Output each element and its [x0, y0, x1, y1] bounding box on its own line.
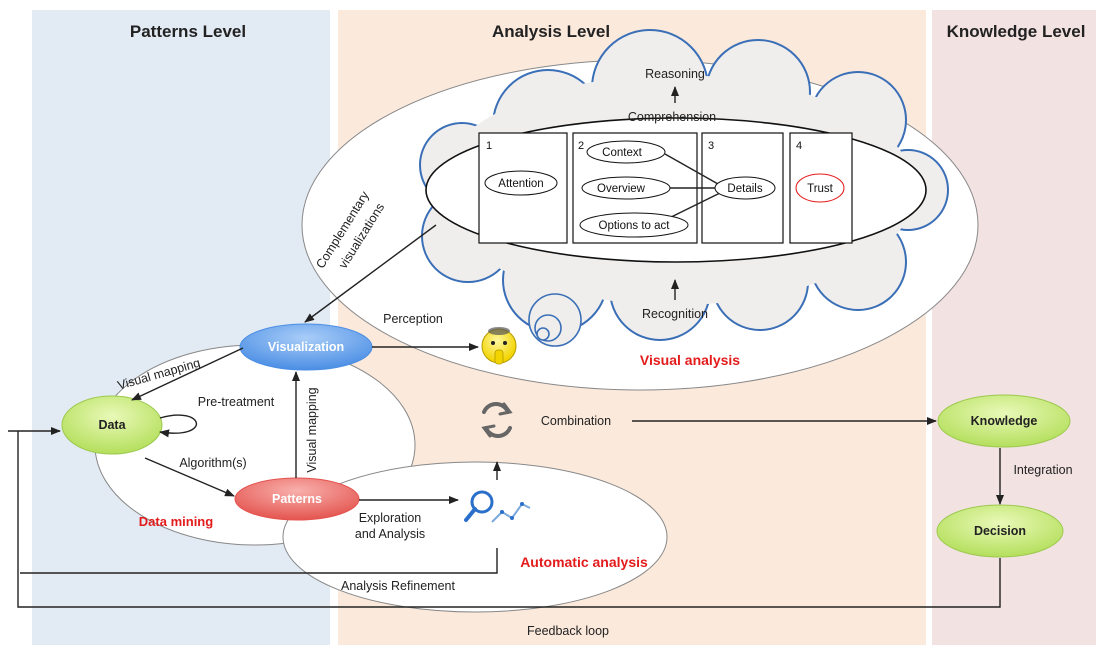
- attention-oval: [484, 170, 558, 196]
- pre-treatment-label: Pre-treatment: [198, 395, 275, 409]
- attention-label: Attention: [498, 178, 543, 190]
- knowledge-node-label: Knowledge: [971, 414, 1038, 428]
- data-node[interactable]: [61, 395, 163, 455]
- patterns-level-title: Patterns Level: [130, 22, 246, 41]
- analysis-refinement-label: Analysis Refinement: [341, 579, 455, 593]
- reasoning-label: Reasoning: [645, 67, 705, 81]
- trust-label: Trust: [807, 183, 834, 195]
- exploration-label-1: Exploration: [359, 511, 422, 525]
- box3-number: 3: [708, 140, 714, 152]
- thought-bubbles: [528, 293, 582, 347]
- knowledge-level-title: Knowledge Level: [947, 22, 1086, 41]
- box1-number: 1: [486, 140, 492, 152]
- perception-label: Perception: [383, 312, 443, 326]
- box2-number: 2: [578, 140, 584, 152]
- visual-mapping-label-2: Visual mapping: [305, 387, 319, 472]
- knowledge-node[interactable]: [937, 394, 1071, 448]
- thinking-person-icon: [481, 327, 517, 365]
- overview-oval: [581, 176, 671, 200]
- details-oval: [714, 176, 776, 200]
- patterns-node-label: Patterns: [272, 492, 322, 506]
- combination-label: Combination: [541, 414, 611, 428]
- automatic-analysis-label: Automatic analysis: [520, 554, 648, 570]
- options-oval: [579, 212, 689, 238]
- decision-node[interactable]: [936, 504, 1064, 558]
- algorithms-label: Algorithm(s): [179, 456, 246, 470]
- analysis-level-title: Analysis Level: [492, 22, 610, 41]
- integration-label: Integration: [1013, 463, 1072, 477]
- visualization-node-label: Visualization: [268, 340, 344, 354]
- trust-oval: [795, 173, 845, 203]
- data-mining-label: Data mining: [139, 514, 213, 529]
- overview-label: Overview: [597, 183, 646, 195]
- visual-analysis-label: Visual analysis: [640, 352, 740, 368]
- recognition-label: Recognition: [642, 307, 708, 321]
- options-label: Options to act: [599, 220, 671, 232]
- box4-number: 4: [796, 140, 802, 152]
- comprehension-label: Comprehension: [628, 110, 716, 124]
- decision-node-label: Decision: [974, 524, 1026, 538]
- exploration-label-2: and Analysis: [355, 527, 425, 541]
- search-chart-icon: [464, 490, 531, 523]
- combination-cycle-icon: [481, 402, 513, 438]
- patterns-node[interactable]: [234, 477, 360, 521]
- context-oval: [586, 140, 666, 164]
- details-label: Details: [727, 183, 762, 195]
- context-label: Context: [602, 147, 642, 159]
- data-node-label: Data: [98, 418, 126, 432]
- feedback-loop-label: Feedback loop: [527, 624, 609, 638]
